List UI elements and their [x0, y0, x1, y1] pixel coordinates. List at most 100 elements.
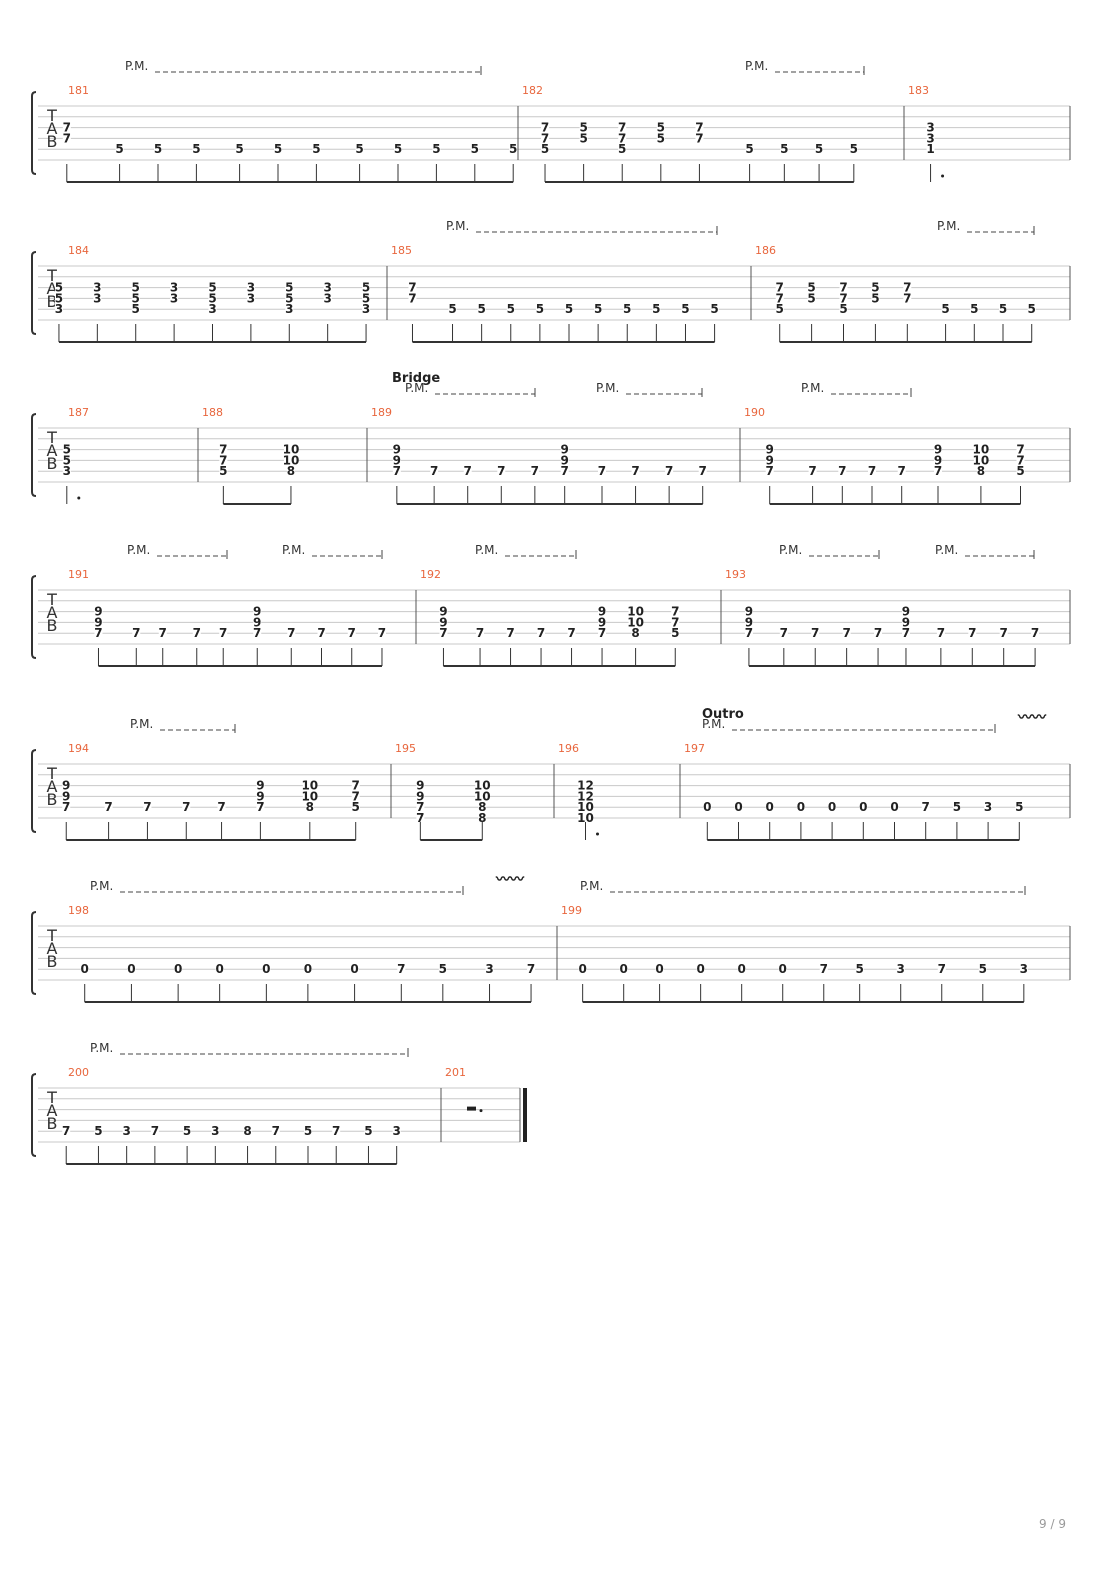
fret-mask	[476, 627, 485, 639]
fret-mask	[970, 303, 979, 315]
fret-number: 12	[577, 779, 594, 793]
palm-mute-label: P.M.	[935, 543, 958, 557]
fret-number: 3	[170, 281, 178, 295]
fret-number: 7	[464, 464, 472, 478]
fret-number: 3	[323, 291, 331, 305]
tab-clef-letter: T	[46, 266, 57, 285]
fret-number: 7	[618, 121, 626, 135]
fret-mask	[302, 790, 317, 802]
fret-number: 5	[183, 1124, 191, 1138]
fret-number: 7	[898, 464, 906, 478]
fret-mask	[416, 801, 425, 813]
palm-mute-marking: P.M.	[405, 381, 536, 397]
fret-mask	[937, 963, 946, 975]
fret-mask	[819, 963, 828, 975]
tab-clef-letter: B	[47, 1114, 58, 1133]
fret-mask	[696, 963, 705, 975]
fret-number: 5	[394, 142, 402, 156]
fret-mask	[934, 454, 942, 466]
fret-mask	[253, 616, 262, 628]
fret-mask	[170, 292, 179, 304]
fret-mask	[256, 790, 265, 802]
fret-number: 9	[934, 443, 942, 457]
palm-mute-marking: P.M.	[90, 879, 464, 895]
fret-mask	[80, 963, 89, 975]
fret-number: 5	[565, 302, 573, 316]
fret-mask	[537, 627, 546, 639]
fret-mask	[779, 627, 788, 639]
fret-number: 5	[839, 302, 847, 316]
fret-mask	[211, 1125, 220, 1137]
fret-number: 9	[902, 615, 910, 629]
fret-mask	[439, 605, 448, 617]
fret-mask	[984, 801, 993, 813]
fret-mask	[744, 616, 753, 628]
fret-mask	[656, 132, 665, 144]
fret-number: 7	[182, 800, 190, 814]
fret-mask	[286, 465, 295, 477]
fret-number: 5	[432, 142, 440, 156]
fret-mask	[408, 281, 417, 293]
measure-number: 185	[391, 244, 412, 257]
fret-number: 7	[745, 626, 753, 640]
fret-number: 7	[62, 1124, 70, 1138]
fret-mask	[999, 627, 1008, 639]
fret-mask	[509, 143, 518, 155]
fret-mask	[208, 303, 217, 315]
tab-clef-letter: B	[47, 454, 58, 473]
fret-mask	[219, 443, 228, 455]
fret-mask	[1016, 454, 1025, 466]
fret-mask	[631, 465, 640, 477]
fret-number: 3	[485, 962, 493, 976]
fret-mask	[478, 812, 487, 823]
fret-mask	[477, 303, 486, 315]
fret-number: 5	[1015, 800, 1023, 814]
fret-number: 5	[579, 121, 587, 135]
fret-number: 7	[193, 626, 201, 640]
fret-mask	[317, 627, 326, 639]
fret-mask	[631, 627, 640, 639]
palm-mute-marking: P.M.	[125, 59, 482, 75]
fret-number: 3	[170, 291, 178, 305]
fret-number: 7	[63, 121, 71, 135]
fret-mask	[934, 465, 942, 477]
fret-mask	[219, 465, 228, 477]
fret-mask	[1019, 963, 1028, 975]
fret-number: 0	[655, 962, 663, 976]
fret-number: 7	[874, 626, 882, 640]
fret-number: 9	[598, 615, 606, 629]
fret-number: 9	[561, 443, 569, 457]
fret-mask	[737, 963, 746, 975]
fret-number: 0	[766, 800, 774, 814]
fret-number: 0	[734, 800, 742, 814]
palm-mute-label: P.M.	[405, 381, 428, 395]
fret-mask	[416, 779, 425, 791]
fret-number: 5	[285, 281, 293, 295]
fret-number: 9	[94, 615, 102, 629]
fret-mask	[1027, 303, 1036, 315]
tab-clef-letter: A	[47, 441, 58, 460]
fret-mask	[976, 465, 985, 477]
fret-mask	[890, 801, 899, 813]
fret-mask	[432, 143, 441, 155]
palm-mute-marking: P.M.	[937, 219, 1035, 235]
palm-mute-marking: P.M.	[127, 543, 228, 559]
fret-mask	[868, 465, 876, 477]
fret-mask	[765, 443, 774, 455]
fret-number: 7	[839, 281, 847, 295]
fret-number: 12	[577, 789, 594, 803]
fret-number: 5	[132, 281, 140, 295]
fret-number: 0	[890, 800, 898, 814]
fret-mask	[362, 281, 371, 293]
fret-mask	[362, 303, 371, 315]
fret-mask	[628, 616, 643, 628]
fret-mask	[62, 132, 71, 144]
fret-mask	[362, 292, 371, 304]
fret-number: 5	[536, 302, 544, 316]
measure-number: 189	[371, 406, 392, 419]
